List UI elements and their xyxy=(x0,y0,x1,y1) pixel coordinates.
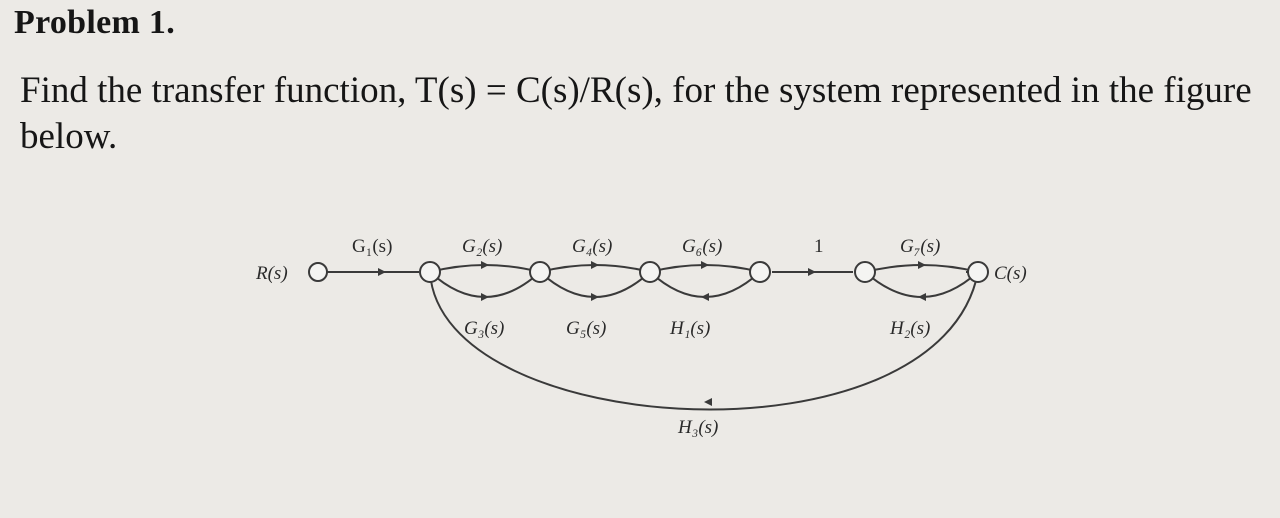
node-2 xyxy=(419,261,441,283)
node-input xyxy=(308,262,328,282)
label-h1: H₁(s) xyxy=(669,318,710,339)
label-h3: H₃(s) xyxy=(677,417,718,438)
branch-h2-arc xyxy=(864,271,979,298)
node-3 xyxy=(529,261,551,283)
arrow-g6 xyxy=(701,261,709,269)
arrow-g7 xyxy=(918,261,926,269)
label-input: R(s) xyxy=(255,263,288,284)
label-unity: 1 xyxy=(814,236,824,257)
label-g2: G₂(s) xyxy=(462,236,502,257)
arrow-g2 xyxy=(481,261,489,269)
branch-h3-arc xyxy=(429,271,979,411)
node-6 xyxy=(854,261,876,283)
branch-h1-arc xyxy=(649,271,761,298)
arrow-g5 xyxy=(591,293,599,301)
node-output xyxy=(967,261,989,283)
arrow-h3 xyxy=(704,398,712,406)
label-g5: G₅(s) xyxy=(566,318,606,339)
label-h2: H₂(s) xyxy=(889,318,930,339)
problem-statement: Find the transfer function, T(s) = C(s)/… xyxy=(20,70,1252,157)
node-4 xyxy=(639,261,661,283)
node-5 xyxy=(749,261,771,283)
arrow-g3 xyxy=(481,293,489,301)
label-g3: G₃(s) xyxy=(464,318,504,339)
arrow-unity xyxy=(808,268,816,276)
branch-g3-arc xyxy=(429,271,541,298)
arrow-h2 xyxy=(918,293,926,301)
arrow-g4 xyxy=(591,261,599,269)
arrow-h1 xyxy=(701,293,709,301)
branch-g5-arc xyxy=(539,271,651,298)
label-g1: G₁(s) xyxy=(352,236,392,257)
label-g4: G₄(s) xyxy=(572,236,612,257)
problem-title: Problem 1. xyxy=(14,4,176,41)
label-output: C(s) xyxy=(994,263,1027,284)
label-g6: G₆(s) xyxy=(682,236,722,257)
label-g7: G₇(s) xyxy=(900,236,940,257)
arrow-g1 xyxy=(378,268,386,276)
